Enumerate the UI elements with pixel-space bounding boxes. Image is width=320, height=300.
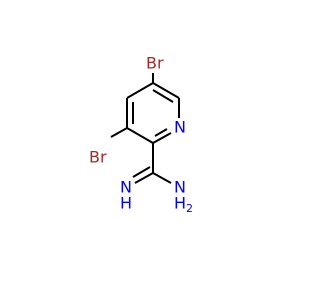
bond-camidine-nimine-inner [132, 166, 151, 178]
atom-br-top: Br [146, 54, 164, 73]
atom-br-left: Br [89, 148, 107, 167]
bond-c6-c5 [152, 82, 180, 99]
bond-c2-n1 [152, 132, 172, 144]
bond-c6-c5-inner [152, 89, 174, 103]
atom-imine-n: N [120, 178, 132, 197]
structure-canvas: Br Br N N H N H 2 [89, 53, 193, 216]
bond-camidine-namine [152, 172, 172, 184]
bond-c3-c2 [126, 127, 154, 144]
atom-ring-n: N [174, 118, 186, 137]
bond-c3-br-left [110, 127, 128, 138]
bond-c5-c4 [126, 82, 154, 99]
atom-amine-n: N [174, 178, 186, 197]
molecule-drawing: Br Br N N H N H 2 [89, 54, 193, 216]
atom-amine-h-subscript: 2 [186, 202, 193, 215]
atom-amine-h: H [174, 194, 186, 213]
bond-c2-n1-inner [154, 128, 168, 137]
bond-camidine-nimine [134, 172, 154, 184]
atom-imine-h: H [120, 194, 132, 213]
